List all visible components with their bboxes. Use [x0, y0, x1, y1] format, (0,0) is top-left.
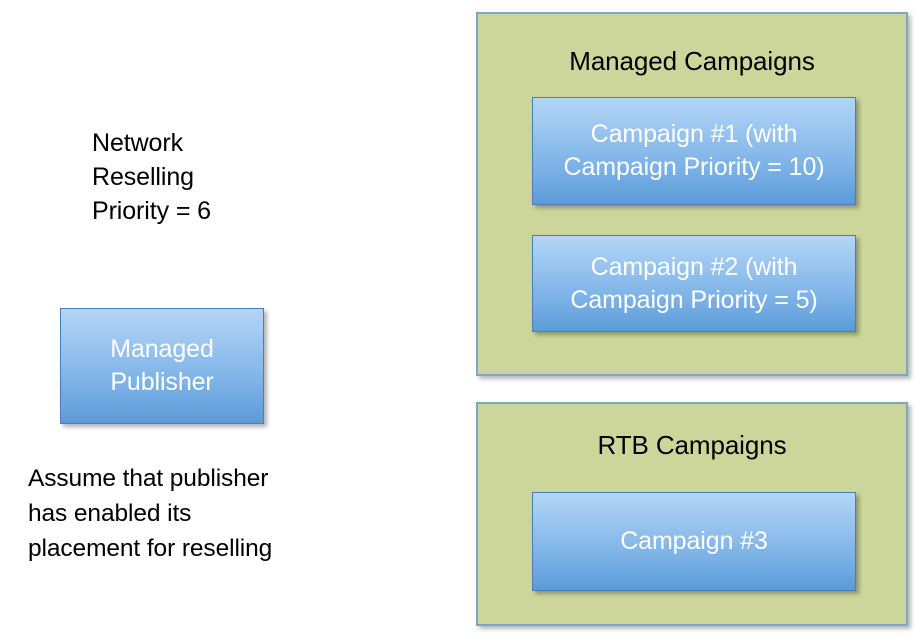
- rtb-campaigns-title: RTB Campaigns: [597, 430, 787, 460]
- managed-campaigns-group[interactable]: Managed Campaigns Campaign #1 (with Camp…: [476, 12, 908, 376]
- managed-campaigns-title: Managed Campaigns: [569, 46, 815, 76]
- campaign-2-box[interactable]: Campaign #2 (with Campaign Priority = 5): [532, 235, 856, 332]
- managed-publisher-box[interactable]: Managed Publisher: [60, 308, 264, 424]
- assume-publisher-enabled-note: Assume that publisher has enabled its pl…: [28, 465, 273, 562]
- managed-publisher-label: Managed Publisher: [110, 335, 214, 396]
- campaign-2-label: Campaign #2 (with Campaign Priority = 5): [570, 252, 818, 314]
- campaign-1-box[interactable]: Campaign #1 (with Campaign Priority = 10…: [532, 97, 856, 205]
- campaign-3-box[interactable]: Campaign #3: [532, 492, 856, 591]
- rtb-campaigns-group[interactable]: RTB Campaigns Campaign #3: [476, 402, 908, 626]
- campaign-3-label: Campaign #3: [620, 527, 768, 555]
- network-reselling-priority-note: Network Reselling Priority = 6: [92, 129, 211, 225]
- campaign-1-label: Campaign #1 (with Campaign Priority = 10…: [563, 120, 825, 181]
